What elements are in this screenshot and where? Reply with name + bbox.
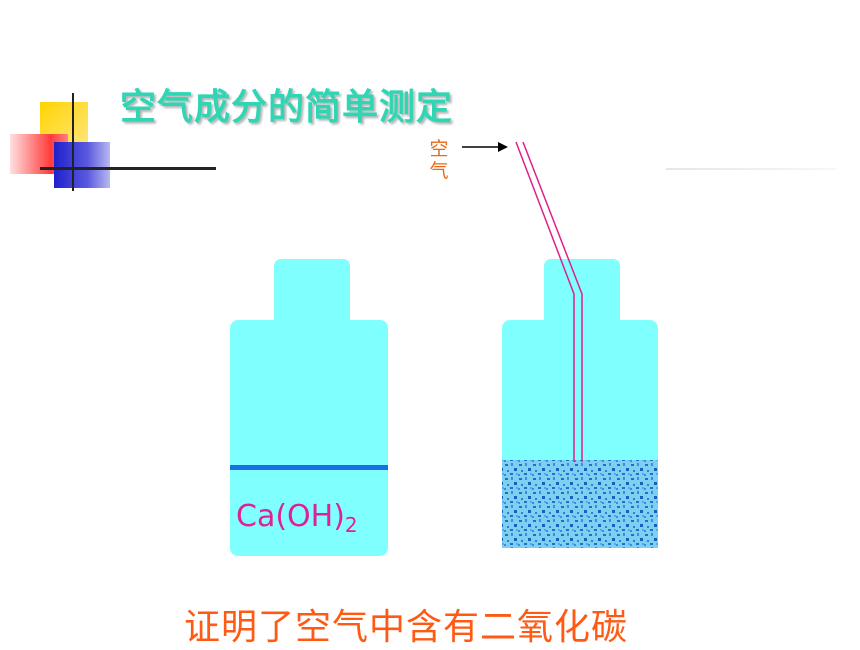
decor-blue-square — [54, 142, 110, 188]
bottle-right — [502, 259, 658, 548]
formula-subscript: 2 — [344, 513, 358, 537]
air-label: 空气 — [429, 138, 449, 182]
delivery-tube — [515, 141, 583, 462]
decor-horizontal-line — [40, 167, 216, 170]
conclusion-text: 证明了空气中含有二氧化碳 — [184, 607, 629, 648]
limewater-surface-line — [230, 465, 388, 470]
decor-vertical-line — [72, 93, 74, 191]
bottle-left — [230, 259, 388, 556]
reagent-formula: Ca(OH)2 — [236, 499, 358, 537]
slide-title: 空气成分的简单测定 — [120, 87, 454, 128]
arrow-right-icon — [462, 142, 508, 152]
precipitate-region — [502, 460, 658, 548]
decor-right-line — [666, 168, 836, 170]
formula-main: Ca(OH) — [236, 499, 345, 534]
